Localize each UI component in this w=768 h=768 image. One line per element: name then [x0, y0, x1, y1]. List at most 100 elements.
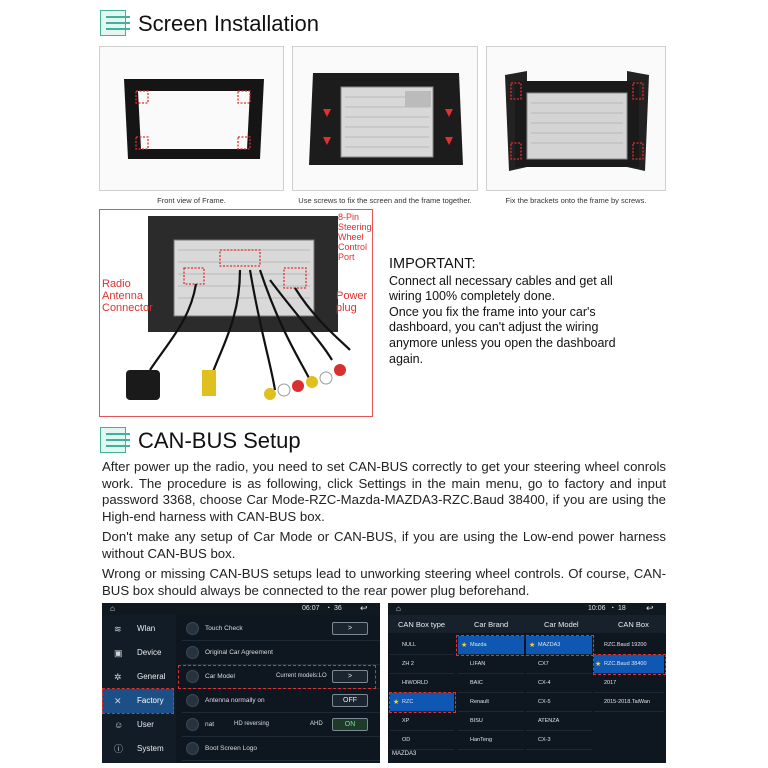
important-heading: IMPORTANT: — [389, 256, 476, 272]
column-header-bar — [388, 615, 666, 633]
car-model-option[interactable]: CX-4 — [526, 674, 592, 693]
status-bar: ⌂ 06:07 ◔ 36 ↩ — [102, 603, 380, 615]
menu-general[interactable]: ✲General — [114, 672, 166, 682]
important-line: anymore unless you open the dashboard — [389, 335, 616, 350]
steering-port-label: 8-Pin Steering Wheel Control Port — [338, 212, 372, 262]
wifi-status-icon: ◔ — [610, 605, 615, 612]
power-plug-label: Power plug — [336, 290, 368, 314]
info-icon: ⓘ — [114, 744, 124, 754]
canbox-type-option-selected[interactable]: ★RZC — [390, 693, 454, 712]
back-icon[interactable]: ↩ — [646, 603, 654, 613]
car-brand-option[interactable]: Renault — [458, 693, 524, 712]
back-icon[interactable]: ↩ — [360, 603, 368, 613]
wifi-icon: ≋ — [114, 624, 122, 634]
canbox-option[interactable]: RZC.Baud 19200 — [594, 636, 664, 655]
star-icon: ★ — [461, 642, 468, 649]
setting-boot-logo[interactable]: Boot Screen Logo — [182, 737, 380, 761]
baud-highlight — [593, 654, 666, 675]
canbus-paragraph: Don't make any setup of Car Mode or CAN-… — [102, 529, 666, 561]
menu-factory[interactable]: ✕Factory — [102, 689, 174, 713]
section-icon — [100, 427, 132, 455]
menu-user[interactable]: ☺User — [114, 720, 154, 730]
photo-caption: Use screws to fix the screen and the fra… — [298, 196, 472, 205]
logo-icon — [186, 742, 199, 755]
car-icon — [186, 670, 199, 683]
device-icon: ▣ — [114, 648, 123, 658]
star-icon: ★ — [595, 661, 602, 668]
section-title-canbus-setup: CAN-BUS Setup — [138, 428, 301, 453]
photo-caption: Fix the brackets onto the frame by screw… — [505, 196, 647, 205]
wrench-icon: ✕ — [114, 696, 122, 706]
car-brand-option[interactable]: BAIC — [458, 674, 524, 693]
car-model-option[interactable]: CX-5 — [526, 693, 592, 712]
car-brand-option[interactable]: LIFAN — [458, 655, 524, 674]
important-note: IMPORTANT: Connect all necessary cables … — [389, 256, 649, 367]
touch-icon — [186, 622, 199, 635]
car-model-option[interactable]: CX7 — [526, 655, 592, 674]
car-model-option-selected[interactable]: ★MAZDA3 — [526, 636, 592, 655]
gear-icon: ✲ — [114, 672, 122, 682]
antenna-icon — [186, 694, 199, 707]
car-brand-option[interactable]: BISU — [458, 712, 524, 731]
setting-touch-check[interactable]: Touch Check> — [182, 617, 380, 641]
antenna-connector-label: Radio Antenna Connector — [102, 278, 153, 314]
touch-check-button[interactable]: > — [332, 622, 368, 635]
canbox-option-selected[interactable]: ★RZC.Baud 38400 — [594, 655, 664, 674]
settings-screen: ⌂ 06:07 ◔ 36 ↩ ≋Wlan ▣Device ✲General ✕F… — [102, 603, 380, 763]
mazda-highlight — [456, 635, 594, 656]
camera-icon — [186, 718, 199, 731]
canbus-paragraph: Wrong or missing CAN-BUS setups lead to … — [102, 566, 666, 598]
star-icon: ★ — [393, 699, 400, 706]
selection-footer: MAZDA3 — [392, 751, 417, 757]
home-icon[interactable]: ⌂ — [110, 604, 115, 613]
car-model-button[interactable]: > — [332, 670, 368, 683]
canbox-option[interactable]: 2015-2018.TaiWan — [594, 693, 664, 712]
canbox-type-option[interactable]: NULL — [390, 636, 454, 655]
wifi-status-icon: ◔ — [326, 605, 331, 612]
bracket-fix-photo — [486, 46, 666, 191]
car-model-option[interactable]: CX-3 — [526, 731, 592, 750]
canbox-type-option[interactable]: HIWORLD — [390, 674, 454, 693]
important-line: again. — [389, 351, 424, 366]
status-bar: ⌂ 10:06 ◔ 18 ↩ — [388, 603, 666, 615]
status-time: 06:07 — [302, 605, 320, 612]
home-icon[interactable]: ⌂ — [396, 604, 401, 613]
wiring-diagram: 8-Pin Steering Wheel Control Port Radio … — [99, 209, 373, 417]
menu-device[interactable]: ▣Device — [114, 648, 162, 658]
reversing-toggle[interactable]: ON — [332, 718, 368, 731]
car-model-option[interactable]: ATENZA — [526, 712, 592, 731]
user-icon: ☺ — [114, 720, 124, 730]
canbus-paragraph: After power up the radio, you need to se… — [102, 459, 666, 524]
screw-fix-photo — [292, 46, 478, 191]
status-count: 18 — [618, 605, 626, 612]
important-line: dashboard, you can't adjust the wiring — [389, 320, 599, 335]
section-icon — [100, 10, 132, 38]
factory-highlight — [102, 688, 174, 714]
canbox-type-option[interactable]: OD — [390, 731, 454, 750]
rzc-highlight — [389, 692, 456, 713]
canbox-type-option[interactable]: XP — [390, 712, 454, 731]
status-count: 36 — [334, 605, 342, 612]
section-title-screen-installation: Screen Installation — [138, 11, 319, 36]
header-car-model: Car Model — [544, 620, 579, 629]
header-canbox: CAN Box — [618, 620, 649, 629]
setting-original-car-agreement[interactable]: Original Car Agreement — [182, 641, 380, 665]
important-line: Connect all necessary cables and get all — [389, 273, 613, 288]
status-time: 10:06 — [588, 605, 606, 612]
canbox-type-option[interactable]: ZH 2 — [390, 655, 454, 674]
car-model-screen: ⌂ 10:06 ◔ 18 ↩ CAN Box type Car Brand Ca… — [388, 603, 666, 763]
car-brand-option[interactable]: HanTeng — [458, 731, 524, 750]
menu-wlan[interactable]: ≋Wlan — [114, 624, 156, 634]
canbox-option[interactable]: 2017 — [594, 674, 664, 693]
antenna-toggle[interactable]: OFF — [332, 694, 368, 707]
frame-front-photo — [99, 46, 284, 191]
star-icon: ★ — [529, 642, 536, 649]
agreement-icon — [186, 646, 199, 659]
header-car-brand: Car Brand — [474, 620, 509, 629]
car-brand-option-selected[interactable]: ★Mazda — [458, 636, 524, 655]
important-line: Once you fix the frame into your car's — [389, 304, 596, 319]
